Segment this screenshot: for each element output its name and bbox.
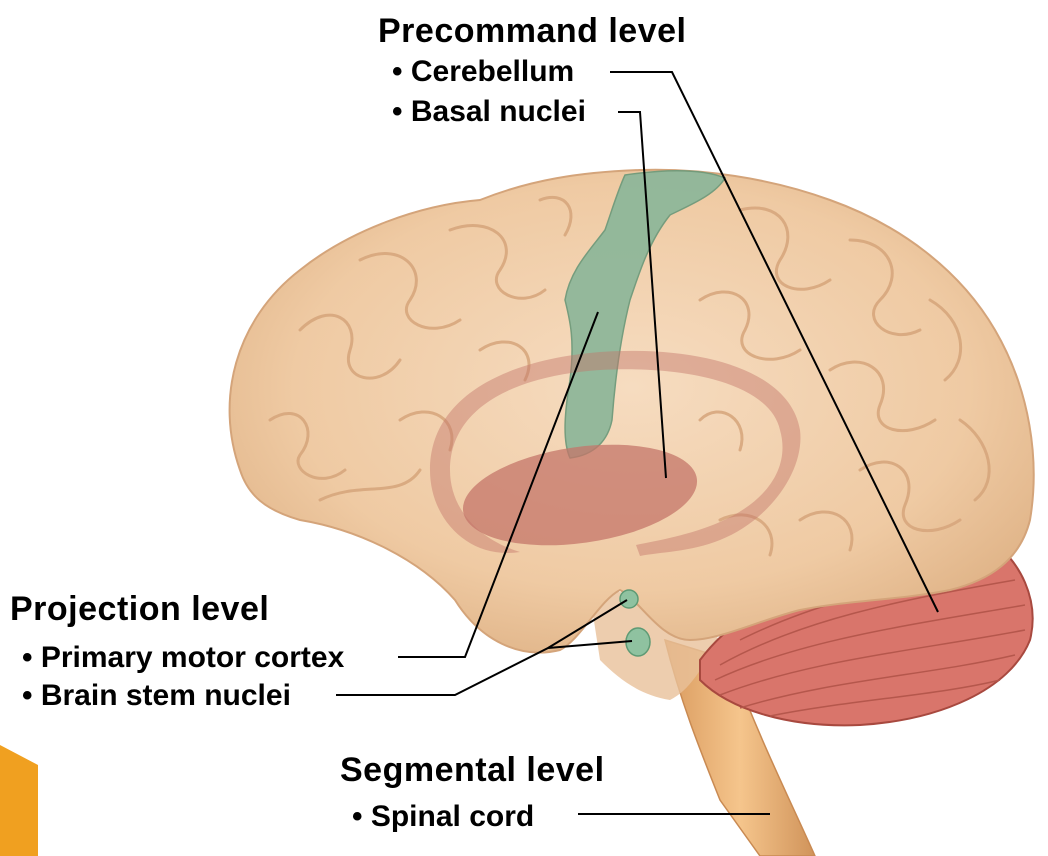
brain-stem-nuclei-leader xyxy=(336,599,628,696)
brain-stem-nuclei-leader-branch xyxy=(547,640,633,649)
brain-stem-nuclei-label: • Brain stem nuclei xyxy=(22,679,291,712)
primary-motor-cortex-leader xyxy=(398,311,599,658)
spinal-cord-label: • Spinal cord xyxy=(352,800,535,833)
basal-nuclei-label: • Basal nuclei xyxy=(392,95,586,128)
spinal-cord xyxy=(663,638,816,856)
gyri-folds xyxy=(268,195,991,557)
cerebellum-leader xyxy=(610,71,939,613)
leader-lines xyxy=(336,71,939,815)
cerebrum xyxy=(228,168,1035,654)
cerebellum-label: • Cerebellum xyxy=(392,55,575,88)
basal-nuclei-region xyxy=(430,350,801,556)
segmental-level-heading: Segmental level xyxy=(340,751,605,789)
primary-motor-cortex-label: • Primary motor cortex xyxy=(22,641,345,674)
corner-accent xyxy=(0,745,38,856)
projection-level-heading: Projection level xyxy=(10,590,270,628)
precommand-level-heading: Precommand level xyxy=(378,12,687,50)
primary-motor-cortex-region xyxy=(564,170,727,459)
basal-nuclei-leader xyxy=(618,111,667,479)
